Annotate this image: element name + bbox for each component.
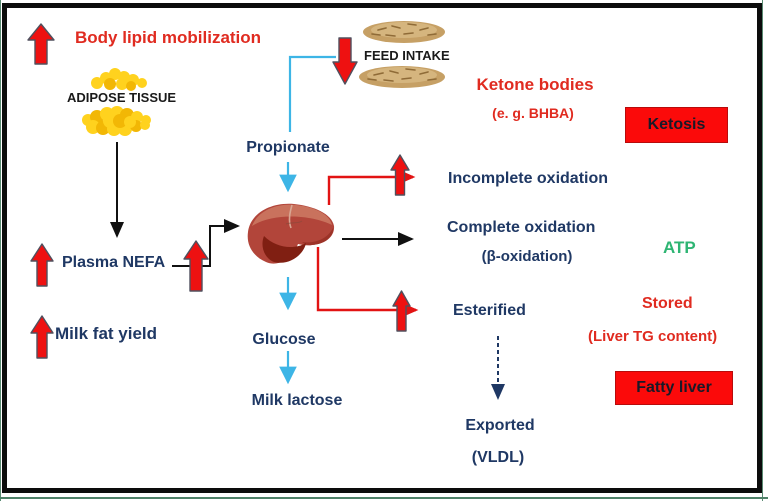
label-exported: Exported <box>465 417 535 434</box>
arrow-plasma-nefa-to-liver <box>172 219 240 267</box>
label-vldl: (VLDL) <box>471 449 525 466</box>
label-stored: Stored <box>642 295 693 312</box>
fatty-liver-box: Fatty liver <box>615 371 733 405</box>
label-incomplete-oxidation: Incomplete oxidation <box>448 170 609 187</box>
label-beta-oxidation: (β-oxidation) <box>481 248 573 265</box>
up-arrow-plasma-nefa-left-icon <box>30 243 54 287</box>
up-arrow-plasma-nefa-right-icon <box>183 240 209 292</box>
up-arrow-milk-fat-yield-icon <box>30 315 54 359</box>
label-body-lipid-mobilization: Body lipid mobilization <box>75 28 262 47</box>
label-liver-tg-content: (Liver TG content) <box>588 328 718 345</box>
edge-tint-left <box>0 0 1 501</box>
label-esterified: Esterified <box>453 302 526 319</box>
label-ketone-bodies: Ketone bodies <box>476 75 594 94</box>
adipose-tissue-icon <box>82 68 151 136</box>
label-milk-lactose: Milk lactose <box>251 392 343 409</box>
label-milk-fat-yield: Milk fat yield <box>55 324 158 343</box>
edge-tint-bottom <box>0 497 768 499</box>
label-complete-oxidation: Complete oxidation <box>447 219 596 236</box>
edge-tint-right <box>762 0 763 501</box>
label-atp: ATP <box>663 238 696 257</box>
fatty-liver-box-label: Fatty liver <box>636 379 712 396</box>
label-adipose-tissue: ADIPOSE TISSUE <box>67 90 177 105</box>
label-ketone-example: (e. g. BHBA) <box>492 105 574 121</box>
ketosis-box: Ketosis <box>625 107 728 143</box>
up-arrow-body-lipid-icon <box>27 23 55 65</box>
down-arrow-feed-intake-icon <box>332 37 358 85</box>
feed-pellets-icon <box>359 21 445 88</box>
label-plasma-nefa: Plasma NEFA <box>62 254 166 271</box>
label-propionate: Propionate <box>246 139 330 156</box>
up-arrow-esterified-icon <box>392 290 411 332</box>
arrow-liver-to-esterified <box>316 247 419 319</box>
ketosis-box-label: Ketosis <box>647 116 706 133</box>
arrow-liver-to-incomplete-oxidation <box>327 168 416 205</box>
label-feed-intake: FEED INTAKE <box>364 48 450 63</box>
up-arrow-incomplete-oxidation-icon <box>390 154 410 196</box>
label-glucose: Glucose <box>252 331 316 348</box>
liver-icon <box>247 203 335 264</box>
line-feed-intake-to-propionate <box>288 55 336 132</box>
